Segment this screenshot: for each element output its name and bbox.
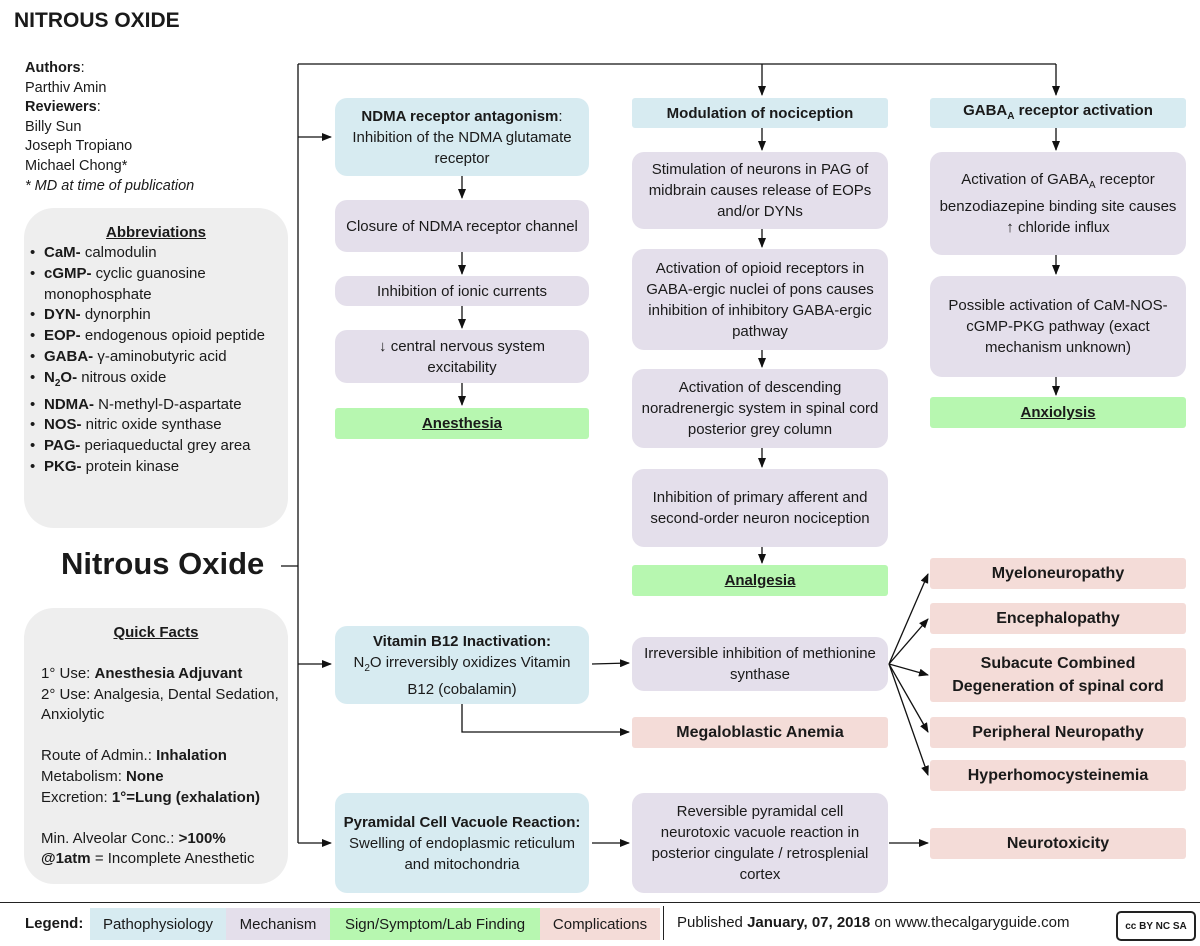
subacute-combined-degeneration-box: Subacute Combined Degeneration of spinal… bbox=[930, 648, 1186, 702]
pyramidal-vacuole-box: Pyramidal Cell Vacuole Reaction: Swellin… bbox=[335, 793, 589, 893]
ndma-channel-closure-box: Closure of NDMA receptor channel bbox=[335, 200, 589, 252]
ndma-antagonism-box: NDMA receptor antagonism: Inhibition of … bbox=[335, 98, 589, 176]
abbreviation-item: N2O- nitrous oxide bbox=[30, 368, 288, 395]
pag-stimulation-box: Stimulation of neurons in PAG of midbrai… bbox=[632, 152, 888, 229]
reviewer-name: Billy Sun bbox=[25, 118, 82, 135]
creative-commons-icon: cc BY NC SA bbox=[1116, 911, 1196, 941]
legend-divider bbox=[0, 902, 1200, 903]
pyramidal-neurotoxic-box: Reversible pyramidal cell neurotoxic vac… bbox=[632, 793, 888, 893]
abbreviation-item: DYN- dynorphin bbox=[30, 305, 288, 326]
descending-noradrenergic-box: Activation of descending noradrenergic s… bbox=[632, 369, 888, 448]
legend-pathophysiology: Pathophysiology bbox=[90, 908, 226, 940]
abbreviations-heading: Abbreviations bbox=[105, 224, 207, 241]
abbreviations-panel: Abbreviations CaM- calmodulin cGMP- cycl… bbox=[24, 208, 288, 528]
anesthesia-outcome: Anesthesia bbox=[335, 408, 589, 439]
abbreviations-list: CaM- calmodulin cGMP- cyclic guanosine m… bbox=[28, 243, 288, 478]
legend-label: Legend: bbox=[25, 915, 84, 932]
legend-mechanism: Mechanism bbox=[226, 908, 330, 940]
anxiolysis-outcome: Anxiolysis bbox=[930, 397, 1186, 428]
legend-sign-symptom: Sign/Symptom/Lab Finding bbox=[330, 908, 540, 940]
abbreviation-item: CaM- calmodulin bbox=[30, 243, 288, 264]
abbreviation-item: NOS- nitric oxide synthase bbox=[30, 415, 288, 436]
route: Route of Admin.: Inhalation bbox=[41, 747, 227, 765]
page-title: NITROUS OXIDE bbox=[14, 9, 180, 32]
abbreviation-item: cGMP- cyclic guanosine monophosphate bbox=[30, 264, 288, 306]
abbreviation-item: PAG- periaqueductal grey area bbox=[30, 436, 288, 457]
excretion: Excretion: 1°=Lung (exhalation) bbox=[41, 788, 260, 806]
benzodiazepine-site-box: Activation of GABAA receptor benzodiazep… bbox=[930, 152, 1186, 255]
hyperhomocysteinemia-box: Hyperhomocysteinemia bbox=[930, 760, 1186, 791]
published-info: Published January, 07, 2018 on www.theca… bbox=[677, 914, 1070, 931]
abbreviation-item: NDMA- N-methyl-D-aspartate bbox=[30, 395, 288, 416]
megaloblastic-anemia-box: Megaloblastic Anemia bbox=[632, 717, 888, 748]
mac: Min. Alveolar Conc.: >100%@1atm = Incomp… bbox=[41, 829, 255, 868]
cns-excitability-box: ↓ central nervous system excitability bbox=[335, 330, 589, 383]
opioid-receptor-activation-box: Activation of opioid receptors in GABA-e… bbox=[632, 249, 888, 350]
afferent-inhibition-box: Inhibition of primary afferent and secon… bbox=[632, 469, 888, 547]
legend-complications: Complications bbox=[540, 908, 660, 940]
secondary-use: 2° Use: Analgesia, Dental Sedation, Anxi… bbox=[41, 685, 279, 724]
neurotoxicity-box: Neurotoxicity bbox=[930, 828, 1186, 859]
abbreviation-item: GABA- γ-aminobutyric acid bbox=[30, 347, 288, 368]
legend-separator bbox=[663, 906, 664, 940]
primary-use: 1° Use: Anesthesia Adjuvant bbox=[41, 664, 243, 682]
myeloneuropathy-box: Myeloneuropathy bbox=[930, 558, 1186, 589]
nociception-modulation-box: Modulation of nociception bbox=[632, 98, 888, 128]
cam-nos-pathway-box: Possible activation of CaM-NOS-cGMP-PKG … bbox=[930, 276, 1186, 377]
metabolism: Metabolism: None bbox=[41, 767, 164, 785]
quick-facts-panel: Quick Facts 1° Use: Anesthesia Adjuvant … bbox=[24, 608, 288, 884]
authors-footnote: * MD at time of publication bbox=[25, 177, 195, 194]
encephalopathy-box: Encephalopathy bbox=[930, 603, 1186, 634]
methionine-synthase-box: Irreversible inhibition of methionine sy… bbox=[632, 637, 888, 691]
reviewer-name: Joseph Tropiano bbox=[25, 138, 133, 155]
quick-facts-heading: Quick Facts bbox=[113, 624, 199, 641]
center-title: Nitrous Oxide bbox=[61, 546, 265, 581]
b12-inactivation-box: Vitamin B12 Inactivation: N2O irreversib… bbox=[335, 626, 589, 704]
abbreviation-item: EOP- endogenous opioid peptide bbox=[30, 326, 288, 347]
author-name: Parthiv Amin bbox=[25, 79, 107, 96]
ionic-current-inhibition-box: Inhibition of ionic currents bbox=[335, 276, 589, 306]
analgesia-outcome: Analgesia bbox=[632, 565, 888, 596]
gaba-a-activation-box: GABAA receptor activation bbox=[930, 98, 1186, 128]
authors-label: Authors bbox=[25, 60, 81, 76]
reviewer-name: Michael Chong* bbox=[25, 157, 128, 174]
reviewers-label: Reviewers bbox=[25, 99, 97, 116]
authors-block: Authors: Parthiv Amin Reviewers: Billy S… bbox=[25, 59, 194, 196]
abbreviation-item: PKG- protein kinase bbox=[30, 457, 288, 478]
peripheral-neuropathy-box: Peripheral Neuropathy bbox=[930, 717, 1186, 748]
